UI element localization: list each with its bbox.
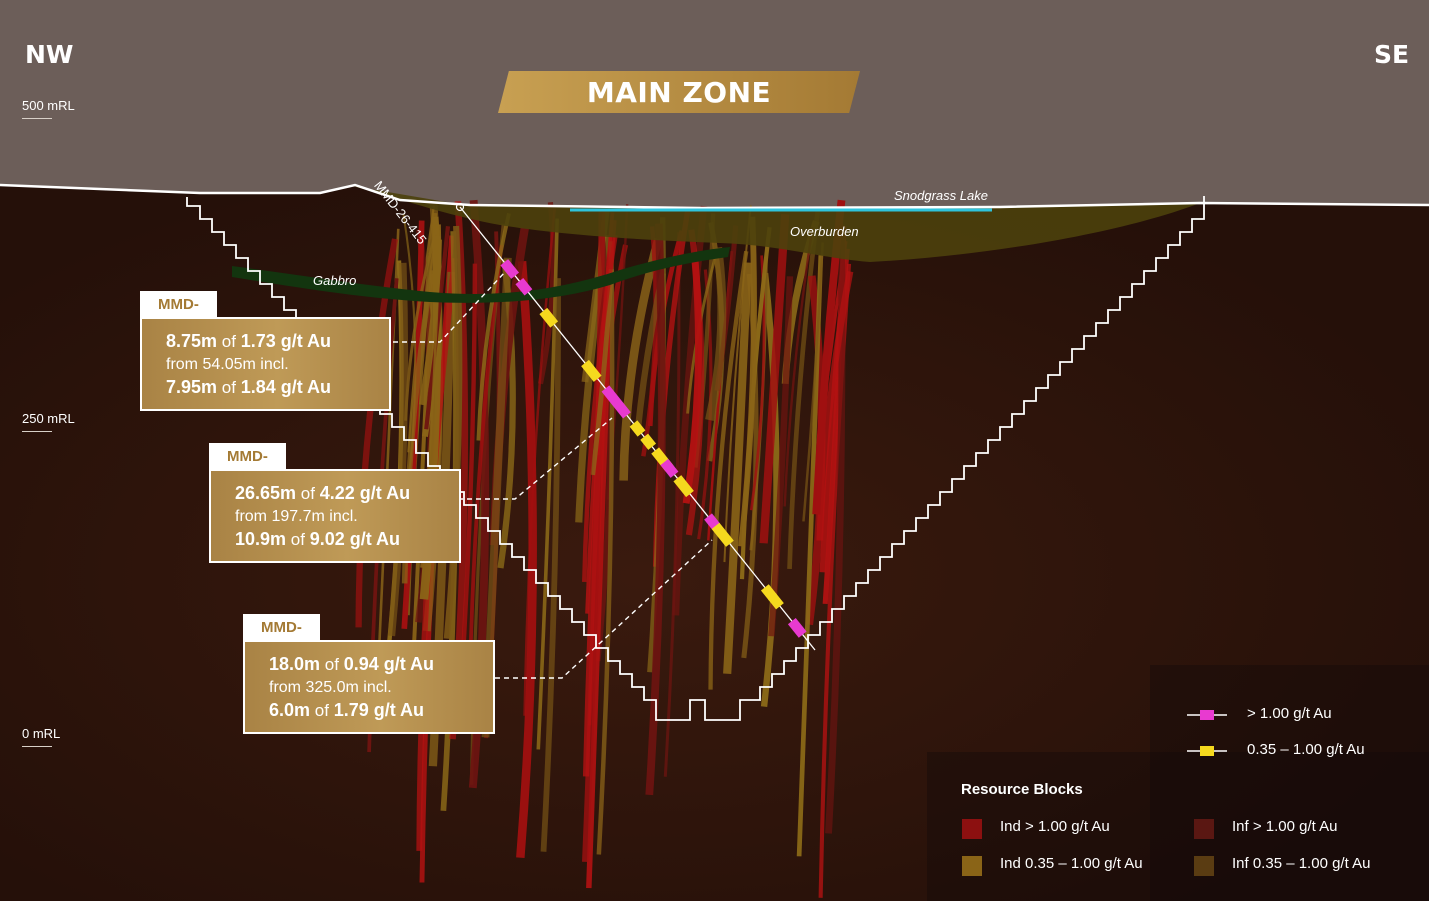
vein: [760, 272, 780, 707]
direction-se: SE: [1374, 40, 1410, 69]
of-text: of: [314, 701, 329, 720]
vein: [645, 223, 666, 796]
vein: [663, 232, 681, 777]
legend-inf-low: Inf 0.35 – 1.00 g/t Au: [1232, 855, 1371, 872]
intercept-hole-tab: MMD-26-415: [243, 614, 320, 690]
vein: [802, 242, 824, 522]
incl-length: 7.95m: [166, 377, 218, 397]
surface-line: [0, 183, 1429, 210]
of-text: of: [221, 378, 236, 397]
incl-grade: 9.02 g/t Au: [309, 529, 401, 549]
vein: [816, 270, 854, 541]
vein: [783, 227, 814, 507]
low-grade-interval: [581, 359, 602, 382]
of-text: of: [300, 484, 315, 503]
interval-length: 8.75m: [166, 331, 218, 351]
interval-from: from 54.05m incl.: [166, 356, 289, 373]
lake-label: Snodgrass Lake: [894, 188, 988, 203]
interval-length: 18.0m: [269, 654, 321, 674]
intercept-box: 18.0m of 0.94 g/t Au from 325.0m incl. 6…: [243, 640, 495, 734]
intercept-hole-tab: MMD-26-415: [140, 291, 217, 367]
low-grade-symbol: [1200, 746, 1214, 756]
direction-nw: NW: [25, 40, 74, 69]
legend-inf-high: Inf > 1.00 g/t Au: [1232, 818, 1338, 835]
vein: [586, 277, 614, 889]
resource-legend-panel: [927, 752, 1429, 901]
high-grade-interval: [601, 385, 631, 419]
vein: [641, 226, 658, 457]
of-text: of: [221, 332, 236, 351]
incl-length: 6.0m: [269, 700, 311, 720]
swatch-ind-low: [962, 856, 982, 876]
of-text: of: [324, 655, 339, 674]
incl-length: 10.9m: [235, 529, 287, 549]
high-grade-interval: [515, 277, 533, 296]
low-grade-interval: [768, 593, 784, 610]
legend-low-grade-label: 0.35 – 1.00 g/t Au: [1247, 741, 1365, 758]
vein: [682, 252, 703, 504]
vein: [516, 261, 537, 859]
overburden-layer: [352, 186, 1200, 262]
gabbro-layer: [232, 247, 730, 303]
elevation-500: 500 mRL: [22, 98, 75, 119]
interval-length: 26.65m: [235, 483, 297, 503]
overburden-label: Overburden: [790, 224, 859, 239]
interval-grade: 4.22 g/t Au: [319, 483, 411, 503]
intercept-box: 8.75m of 1.73 g/t Au from 54.05m incl. 7…: [140, 317, 391, 411]
high-grade-interval: [787, 617, 807, 638]
interval-grade: 0.94 g/t Au: [343, 654, 435, 674]
vein: [418, 239, 442, 406]
vein: [768, 276, 794, 637]
high-grade-interval: [660, 458, 679, 478]
vein: [787, 208, 821, 570]
vein: [738, 216, 757, 547]
high-grade-symbol: [1200, 710, 1214, 720]
vein: [708, 250, 749, 690]
drill-intervals: [500, 259, 807, 638]
swatch-inf-low: [1194, 856, 1214, 876]
low-grade-interval: [673, 475, 694, 498]
low-grade-interval: [711, 522, 734, 547]
swatch-inf-high: [1194, 819, 1214, 839]
vein: [387, 262, 409, 637]
intercept-leader-lines: [393, 271, 713, 679]
legend-high-grade-label: > 1.00 g/t Au: [1247, 705, 1332, 722]
vein: [476, 212, 511, 441]
interval-grade: 1.73 g/t Au: [240, 331, 332, 351]
vein: [523, 208, 557, 716]
intercept-hole-tab: MMD-26-415: [209, 443, 286, 519]
incl-grade: 1.79 g/t Au: [333, 700, 425, 720]
interval-from: from 325.0m incl.: [269, 679, 392, 696]
low-grade-interval: [629, 420, 646, 437]
vein: [759, 213, 790, 544]
low-grade-interval: [640, 433, 657, 450]
resource-legend-title: Resource Blocks: [961, 781, 1083, 798]
swatch-ind-high: [962, 819, 982, 839]
collar-marker: [455, 202, 465, 212]
of-text: of: [290, 530, 305, 549]
incl-grade: 1.84 g/t Au: [240, 377, 332, 397]
high-grade-interval: [500, 259, 520, 279]
vein: [540, 278, 561, 852]
vein: [723, 205, 752, 563]
vein: [590, 269, 614, 476]
gabbro-label: Gabbro: [313, 273, 357, 288]
elevation-250: 250 mRL: [22, 411, 75, 432]
interval-from: from 197.7m incl.: [235, 508, 358, 525]
vein: [443, 225, 463, 639]
elevation-0: 0 mRL: [22, 726, 61, 747]
intercept-box: 26.65m of 4.22 g/t Au from 197.7m incl. …: [209, 469, 461, 563]
legend-ind-low: Ind 0.35 – 1.00 g/t Au: [1000, 855, 1143, 872]
legend-ind-high: Ind > 1.00 g/t Au: [1000, 818, 1110, 835]
zone-title-banner: MAIN ZONE: [498, 71, 860, 113]
vein: [705, 247, 727, 422]
vein: [596, 241, 615, 855]
zone-title: MAIN ZONE: [586, 75, 772, 109]
low-grade-interval: [539, 307, 559, 328]
vein: [723, 262, 752, 674]
drill-legend-symbols: [1187, 710, 1227, 756]
